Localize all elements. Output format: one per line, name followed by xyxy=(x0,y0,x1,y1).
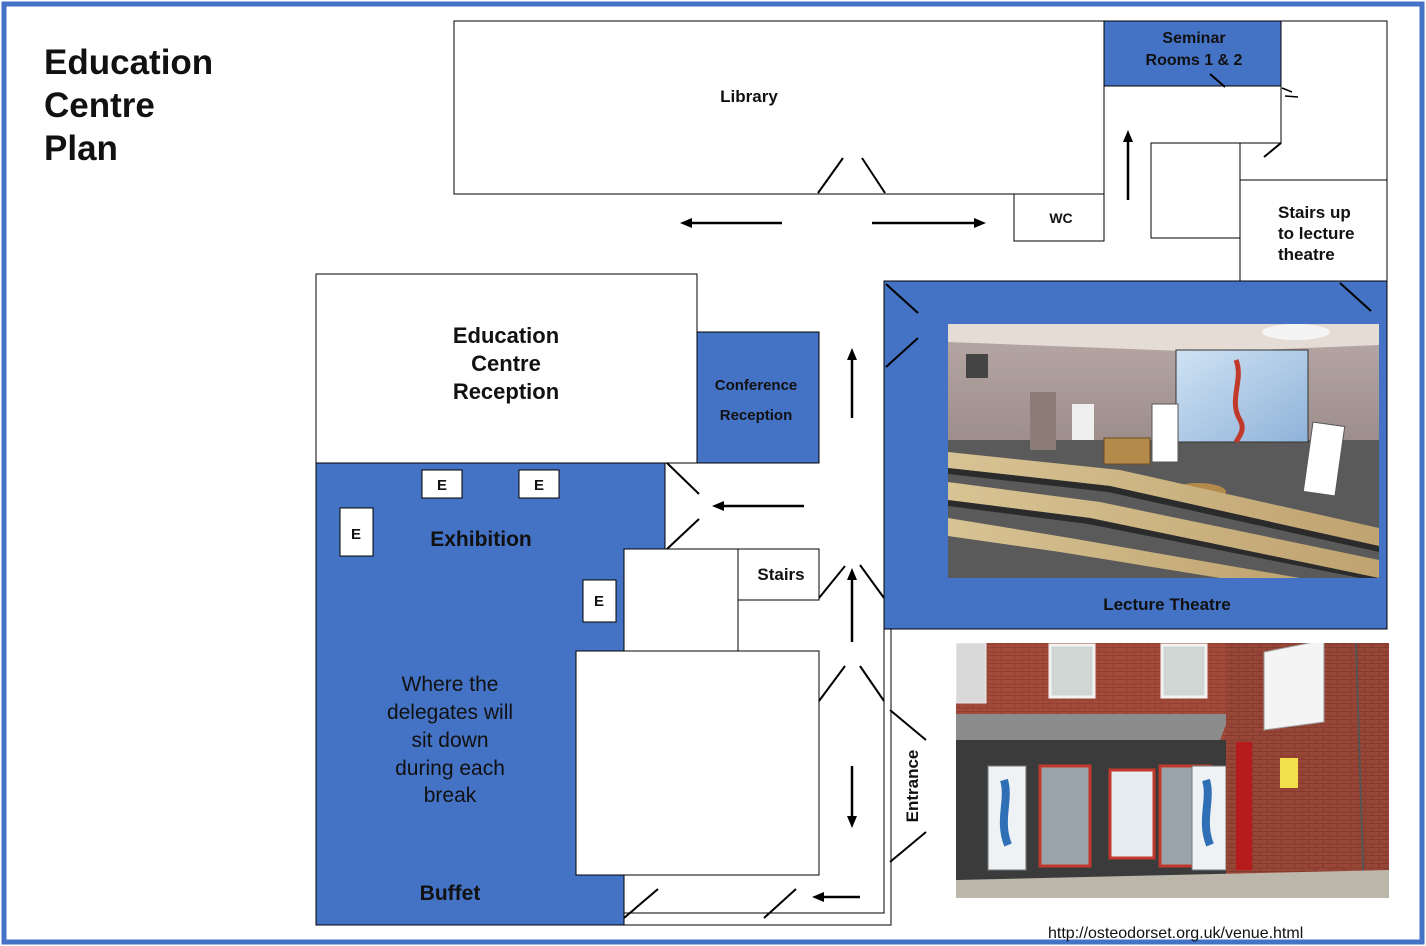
stairs-up-room xyxy=(1239,179,1388,282)
conference-reception xyxy=(696,331,820,464)
svg-text:E: E xyxy=(437,477,447,494)
svg-text:E: E xyxy=(534,477,544,494)
library-room xyxy=(453,20,1105,195)
source-url: http://osteodorset.org.uk/venue.html xyxy=(1048,925,1303,942)
seating-note-4: during each xyxy=(395,757,505,780)
exhibit-stand-2: E xyxy=(518,469,560,499)
corridor-wall xyxy=(1104,85,1282,144)
seminar-label-1: Seminar xyxy=(1162,30,1225,47)
south-corridor-outer xyxy=(624,629,892,926)
svg-text:E: E xyxy=(594,593,604,610)
building-entrance-photo xyxy=(956,643,1389,898)
lecture-door-upper xyxy=(885,283,919,314)
stairs-up-label-3: theatre xyxy=(1278,245,1335,264)
arrow-west-to-buffet xyxy=(812,892,860,902)
entrance-door-upper xyxy=(889,709,927,741)
exhibit-stand-3: E xyxy=(339,507,374,557)
corridor-door-2a xyxy=(818,665,846,702)
stairs-label: Stairs xyxy=(757,565,804,584)
library-door-right xyxy=(861,157,886,194)
seating-note-5: break xyxy=(424,784,477,807)
south-corridor-inner xyxy=(624,629,885,914)
exhibit-stand-4: E xyxy=(582,579,617,623)
corridor-door-1a xyxy=(818,565,846,599)
wc-room xyxy=(1013,193,1105,242)
buffet-door-2 xyxy=(763,888,797,919)
library-label: Library xyxy=(720,87,778,106)
lecture-stairs-door xyxy=(1339,282,1372,312)
exhibit-stand-1: E xyxy=(421,469,463,499)
exhibition-label: Exhibition xyxy=(430,528,532,551)
arrow-north-corridor xyxy=(1123,130,1133,200)
arrow-west-corridor xyxy=(680,218,782,228)
reception-label-3: Reception xyxy=(453,379,559,404)
stairs-room xyxy=(737,548,820,601)
title-line-2: Centre xyxy=(44,86,155,125)
title-line-3: Plan xyxy=(44,129,118,168)
seminar-door xyxy=(1209,73,1226,88)
buffet-door-1 xyxy=(623,888,659,919)
arrow-east-corridor xyxy=(872,218,986,228)
title-line-1: Education xyxy=(44,43,213,82)
corridor-door-2b xyxy=(859,665,885,702)
entrance-label: Entrance xyxy=(903,750,922,823)
arrow-south-corridor xyxy=(847,766,857,828)
entrance-door-lower xyxy=(889,831,927,863)
buffet-label: Buffet xyxy=(420,882,481,905)
stair-well xyxy=(623,548,739,652)
seminar-door-mark xyxy=(1284,95,1299,98)
lecture-theatre-label: Lecture Theatre xyxy=(1103,595,1231,614)
seminar-rooms xyxy=(1103,20,1282,87)
conference-label-1: Conference xyxy=(715,377,798,394)
stairs-up-label-2: to lecture xyxy=(1278,224,1355,243)
seating-note-3: sit down xyxy=(411,729,488,752)
corridor-door-1b xyxy=(859,564,885,599)
seminar-label-2: Rooms 1 & 2 xyxy=(1146,52,1243,69)
stairs-up-label-1: Stairs up xyxy=(1278,203,1351,222)
central-room xyxy=(575,650,820,876)
wc-label: WC xyxy=(1049,210,1072,226)
conference-label-2: Reception xyxy=(720,407,793,424)
small-room xyxy=(1150,142,1241,239)
arrow-north-corridor-lower xyxy=(847,568,857,642)
svg-text:E: E xyxy=(351,526,361,543)
lecture-theatre-photo xyxy=(948,324,1379,578)
arrow-north-to-lecture xyxy=(847,348,857,418)
reception-label-1: Education xyxy=(453,323,559,348)
library-door-left xyxy=(817,157,844,194)
seminar-door-small xyxy=(1281,87,1293,93)
seating-note-1: Where the xyxy=(402,673,499,696)
education-centre-reception xyxy=(315,273,698,464)
lecture-door-lower xyxy=(885,337,919,368)
small-room-door xyxy=(1263,142,1282,158)
reception-label-2: Centre xyxy=(471,351,541,376)
seating-note-2: delegates will xyxy=(387,701,513,724)
exhibition-door-upper xyxy=(666,462,700,495)
arrow-west-to-exhibition xyxy=(712,501,804,511)
exhibition-door-lower xyxy=(666,518,700,550)
